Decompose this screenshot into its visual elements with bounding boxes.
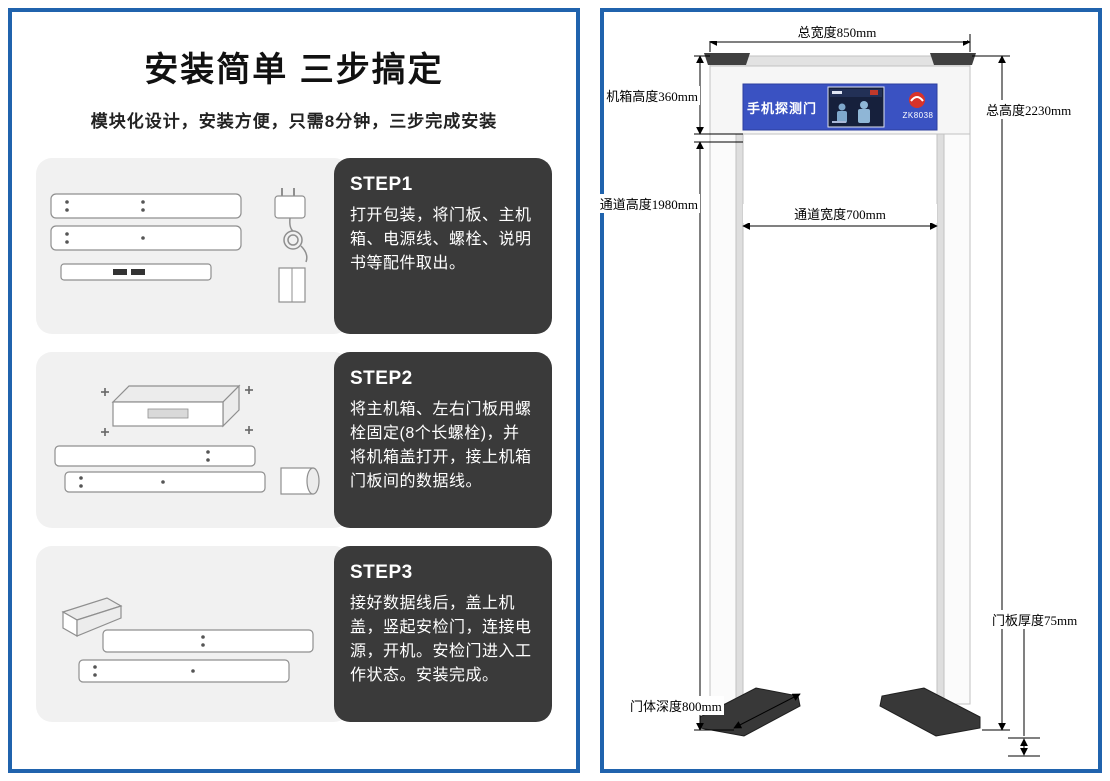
dim-channel-height: 通道高度1980mm [597,194,700,213]
step3-text: 接好数据线后，盖上机盖，竖起安检门，连接电源，开机。安检门进入工作状态。安装完成… [350,595,532,684]
detector-gate-diagram: 总宽度850mm 机箱高度360mm 总高度2230mm 通道高度1980mm … [597,12,1098,769]
step1-text: 打开包装，将门板、主机箱、电源线、螺栓、说明书等配件取出。 [350,207,532,272]
dim-cabinet-height: 机箱高度360mm [604,86,700,105]
step3-illustration [36,546,350,722]
step2-text: 将主机箱、左右门板用螺栓固定(8个长螺栓)，并将机箱盖打开，接上机箱门板间的数据… [350,401,532,490]
dim-panel-thickness: 门板厚度75mm [990,610,1080,629]
device-display-title: 手机探测门 [747,101,818,116]
step1-label: STEP1 [350,174,413,195]
step2-card: STEP2 将主机箱、左右门板用螺栓固定(8个长螺栓)，并将机箱盖打开，接上机箱… [334,352,552,528]
step1-parts-drawing [50,188,308,303]
step-row-2: STEP2 将主机箱、左右门板用螺栓固定(8个长螺栓)，并将机箱盖打开，接上机箱… [36,352,552,528]
step3-finish-drawing [61,597,314,683]
step2-illustration [36,352,350,528]
step-row-3: STEP3 接好数据线后，盖上机盖，竖起安检门，连接电源，开机。安检门进入工作状… [36,546,552,722]
step1-illustration [36,158,350,334]
page-title: 安装简单 三步搞定 [144,51,444,89]
step3-card: STEP3 接好数据线后，盖上机盖，竖起安检门，连接电源，开机。安检门进入工作状… [334,546,552,722]
gate-drawing [694,34,1040,757]
step2-label: STEP2 [350,368,413,389]
dimension-panel: 总宽度850mm 机箱高度360mm 总高度2230mm 通道高度1980mm … [597,8,1102,773]
brand-logo-model: ZK8038 [902,111,934,120]
steps-list: STEP1 打开包装，将门板、主机箱、电源线、螺栓、说明书等配件取出。 [12,158,576,722]
step2-assembly-drawing [54,384,320,495]
dim-total-width: 总宽度850mm [707,22,967,41]
step1-card: STEP1 打开包装，将门板、主机箱、电源线、螺栓、说明书等配件取出。 [334,158,552,334]
installation-panel: 安装简单 三步搞定 模块化设计，安装方便，只需8分钟，三步完成安装 [8,8,580,773]
dim-body-depth: 门体深度800mm [628,696,724,715]
dim-total-height: 总高度2230mm [984,100,1074,119]
step3-label: STEP3 [350,562,413,583]
page-subtitle: 模块化设计，安装方便，只需8分钟，三步完成安装 [90,112,498,131]
dim-channel-width: 通道宽度700mm [743,204,937,223]
step-row-1: STEP1 打开包装，将门板、主机箱、电源线、螺栓、说明书等配件取出。 [36,158,552,334]
